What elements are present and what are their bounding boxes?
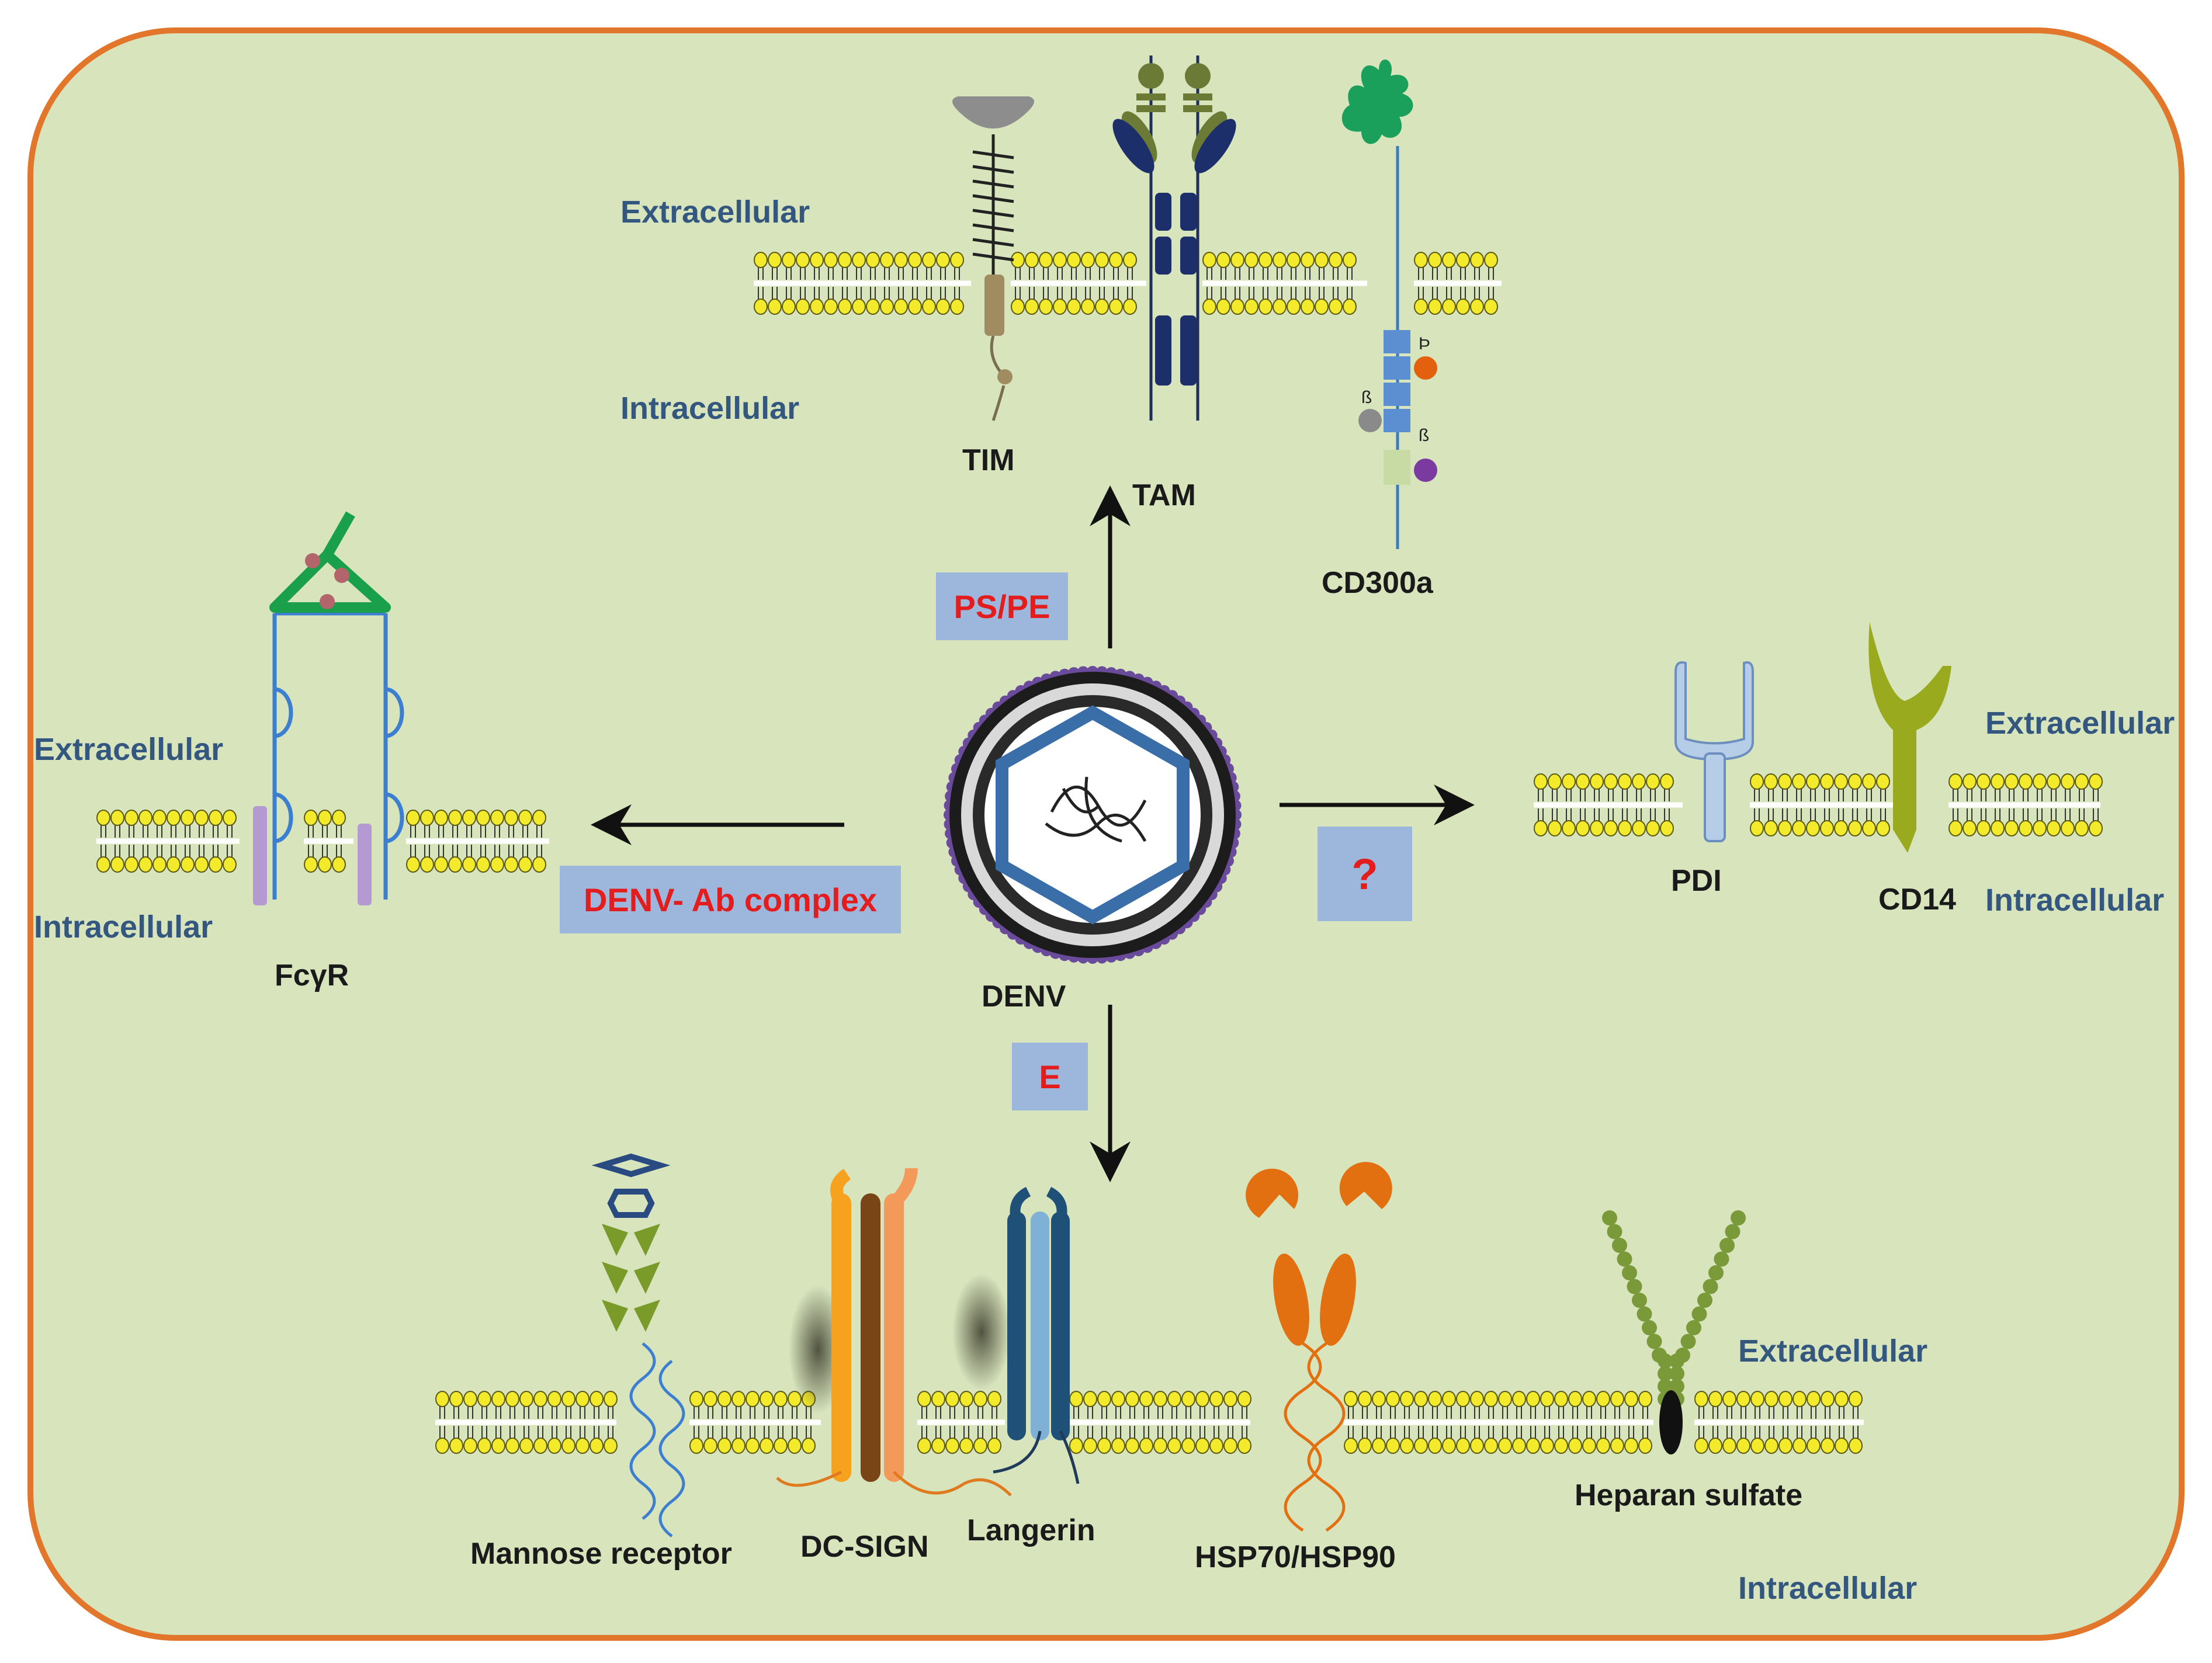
membrane-segment [435, 1391, 618, 1454]
dc-sign-receptor [776, 1168, 1012, 1497]
membrane-segment [754, 252, 971, 315]
right-intracellular-label: Intracellular [1985, 883, 2165, 918]
langerin-receptor [952, 1186, 1080, 1484]
fcgr-receptor [253, 511, 404, 905]
membrane-segment [1069, 1391, 1251, 1454]
cd300a-label: CD300a [1322, 566, 1433, 600]
tam-label: TAM [1132, 478, 1196, 512]
membrane-segment [304, 810, 353, 873]
membrane-segment [1750, 773, 1893, 836]
denv-label: DENV [982, 980, 1066, 1013]
heparan-sulfate-receptor [1602, 1210, 1746, 1454]
membrane-segment [1948, 773, 2103, 836]
dcsign-label: DC-SIGN [800, 1530, 929, 1564]
membrane-segment [96, 810, 240, 873]
envelope-box: E [1012, 1043, 1088, 1110]
tim-label: TIM [962, 443, 1015, 477]
membrane-segment [1694, 1391, 1864, 1454]
cd14-receptor [1868, 622, 1951, 853]
hsp-receptor [1246, 1162, 1392, 1532]
membrane-segment [917, 1391, 1005, 1454]
ps-pe-box: PS/PE [936, 572, 1068, 640]
cd14-label: CD14 [1878, 883, 1956, 916]
unknown-box: ? [1318, 827, 1412, 921]
left-intracellular-label: Intracellular [34, 909, 213, 945]
membrane-segment [1011, 252, 1146, 315]
membrane-segment [1202, 252, 1367, 315]
pdi-receptor [1674, 661, 1754, 842]
membrane-segment [1344, 1391, 1653, 1454]
svg-text:ß: ß [1419, 426, 1429, 445]
mannose-receptor [591, 1153, 685, 1537]
hsp-label: HSP70/HSP90 [1195, 1540, 1396, 1574]
bottom-intracellular-label: Intracellular [1738, 1571, 1918, 1606]
svg-text:Þ: Þ [1419, 334, 1430, 353]
langerin-label: Langerin [967, 1513, 1095, 1547]
tim-receptor [952, 96, 1034, 421]
top-extracellular-label: Extracellular [620, 195, 810, 230]
tam-receptor [1112, 55, 1236, 421]
right-extracellular-label: Extracellular [1985, 706, 2175, 741]
left-extracellular-label: Extracellular [34, 732, 224, 767]
membrane-segment [1534, 773, 1683, 836]
svg-text:ß: ß [1361, 388, 1372, 407]
denv-virion [944, 666, 1242, 964]
ab-complex-box: DENV- Ab complex [560, 866, 901, 933]
top-intracellular-label: Intracellular [620, 391, 800, 426]
heparan-label: Heparan sulfate [1575, 1478, 1803, 1512]
membrane-segment [1414, 252, 1502, 315]
cd300a-receptor: Þ ß ß [1341, 59, 1437, 549]
bottom-extracellular-label: Extracellular [1738, 1334, 1928, 1369]
fcgr-label: FcγR [275, 959, 349, 992]
membranes [96, 252, 2103, 1454]
membrane-segment [406, 810, 549, 873]
mannose-label: Mannose receptor [470, 1537, 732, 1571]
pdi-label: PDI [1671, 864, 1722, 898]
